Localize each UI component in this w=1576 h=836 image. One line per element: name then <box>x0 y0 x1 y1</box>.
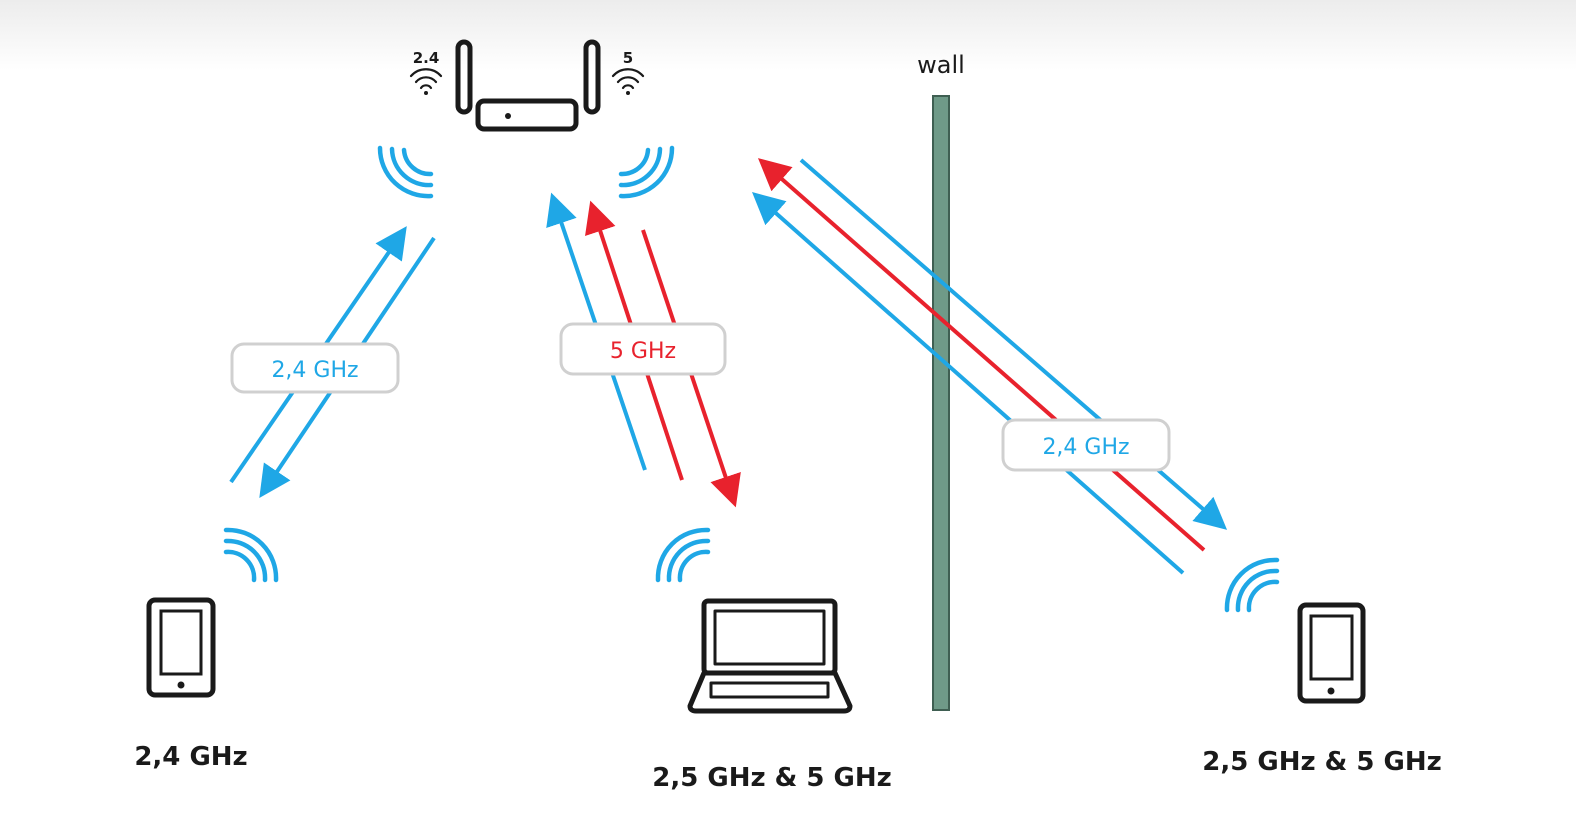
wifi-signal-icon <box>223 527 279 583</box>
arrow-right-uplink-5 <box>757 158 1206 552</box>
wall-label: wall <box>917 51 965 79</box>
wifi-signal-icon <box>655 527 711 583</box>
wifi-signal-icon <box>1224 557 1280 613</box>
router-antenna-left <box>455 39 473 115</box>
device-caption-right: 2,5 GHz & 5 GHz <box>1202 747 1442 777</box>
smartphone-icon <box>1297 602 1366 704</box>
link-label-right-text: 2,4 GHz <box>1042 435 1129 460</box>
wifi-signal-icon <box>377 145 434 199</box>
wifi-signal-icon <box>618 145 675 199</box>
wall <box>932 95 950 711</box>
link-label-left: 2,4 GHz <box>230 342 400 394</box>
smartphone-icon <box>146 597 216 698</box>
router-icon <box>455 39 601 132</box>
wifi-small-icon-right <box>611 68 645 95</box>
device-caption-middle: 2,5 GHz & 5 GHz <box>652 763 892 793</box>
link-label-middle-text: 5 GHz <box>610 339 676 364</box>
device-caption-left: 2,4 GHz <box>134 742 247 772</box>
router-led <box>505 113 511 119</box>
link-label-middle: 5 GHz <box>559 322 727 376</box>
link-label-right: 2,4 GHz <box>1001 418 1171 472</box>
router-body <box>475 98 579 132</box>
router-band-label-left: 2.4 <box>413 49 440 67</box>
router-antenna-right <box>583 39 601 115</box>
laptop-icon <box>687 598 853 714</box>
wifi-small-icon-left <box>409 68 443 95</box>
router-band-label-right: 5 <box>623 49 633 67</box>
link-label-left-text: 2,4 GHz <box>271 358 358 383</box>
top-shadow <box>0 0 1576 70</box>
arrow-right-uplink-24 <box>752 192 1185 575</box>
